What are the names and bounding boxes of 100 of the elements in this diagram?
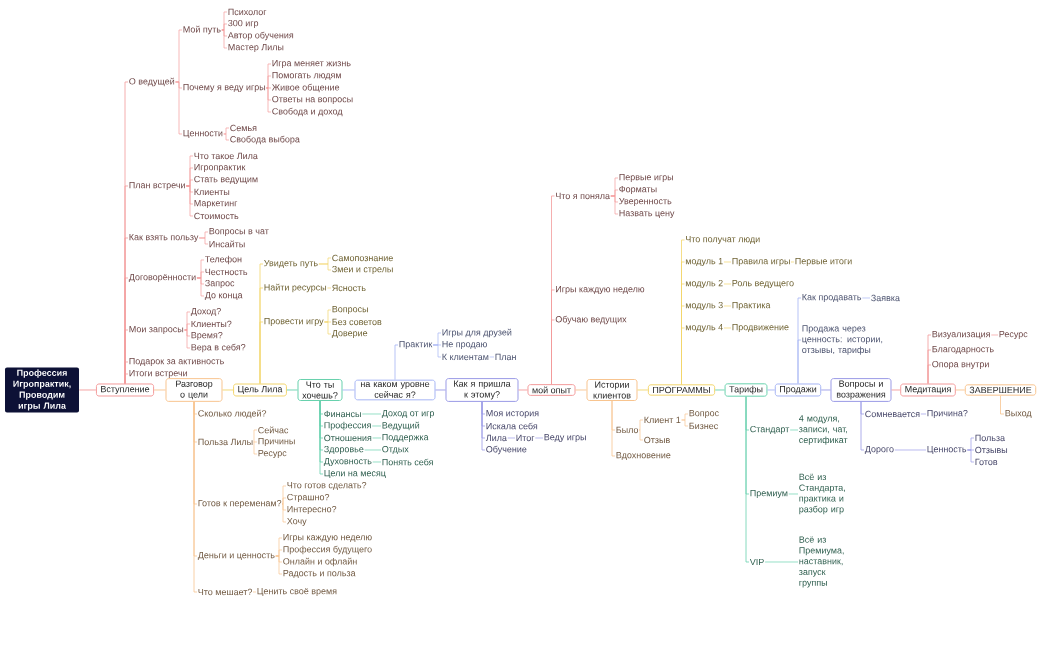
branch-line <box>790 261 795 263</box>
branch-line <box>371 425 382 427</box>
subtopic-text: Искала себя <box>486 422 538 430</box>
subtopic-text: Хочу <box>287 518 307 526</box>
branch-line <box>714 389 726 391</box>
subtopic-text: Ведущий <box>382 421 420 431</box>
topic-box: ПРОГРАММЫ <box>647 384 716 396</box>
subtopic-text: Игропрактик <box>194 164 246 172</box>
subtopic-text: Стандарт <box>750 425 790 435</box>
branch-line <box>788 493 799 495</box>
subtopic-text: Дорого <box>864 446 894 454</box>
branch-line <box>78 389 97 391</box>
subtopic-text: Духовность <box>323 458 372 466</box>
subtopic-text: Лила <box>485 434 507 442</box>
subtopic-text: Ценности <box>183 130 223 138</box>
branch-line <box>435 389 446 391</box>
subtopic-text: VIP <box>749 558 764 566</box>
subtopic-text: Практика <box>732 302 771 310</box>
subtopic-text: Отзыв <box>644 436 670 444</box>
subtopic-text: Профессия будущего <box>283 545 372 555</box>
subtopic-text: Причины <box>258 438 295 446</box>
topic-box: Вступление <box>95 383 155 397</box>
branch-line <box>185 185 194 217</box>
root-topic-box: Профессия Игропрактик, Проводим игры Лила <box>5 367 79 413</box>
subtopic-text: модуль 3 <box>685 301 723 311</box>
subtopic-text: Игра меняет жизнь <box>272 60 351 68</box>
branch-line <box>820 389 831 391</box>
branch-line <box>489 356 495 358</box>
subtopic-text: Маркетинг <box>194 200 238 208</box>
subtopic-text: Доход? <box>190 307 221 316</box>
subtopic-text: Благодарность <box>932 346 994 354</box>
branch-line <box>432 344 442 358</box>
subtopic-text: Цели на месяц <box>324 470 386 478</box>
subtopic-text: Деньги и ценность <box>197 552 275 560</box>
branch-line <box>767 389 776 391</box>
subtopic-text: Мои запросы <box>129 326 184 334</box>
branch-line <box>282 503 287 523</box>
subtopic-text: Честность <box>205 268 248 276</box>
branch-line <box>789 429 799 431</box>
branch-line <box>275 549 283 557</box>
subtopic-text: Мой путь <box>183 25 221 35</box>
subtopic-text: Польза <box>975 434 1006 442</box>
subtopic-text: Сомневается <box>865 410 920 418</box>
subtopic-text: Игры каждую неделю <box>556 286 645 294</box>
subtopic-text: Автор обучения <box>227 31 294 41</box>
subtopic-text: Договорённости <box>128 274 196 282</box>
subtopic-text: Стоимость <box>194 212 239 220</box>
branch-line <box>342 389 355 391</box>
subtopic-text: Подарок за активность <box>129 358 224 366</box>
subtopic-text: Отзывы <box>975 446 1008 454</box>
topic-box: Медитация <box>900 383 956 397</box>
subtopic-text: Отношения <box>324 434 372 442</box>
branch-line <box>927 364 932 384</box>
subtopic-text: Бизнес <box>689 422 718 430</box>
branch-line <box>266 87 272 89</box>
subtopic-text: До конца <box>204 292 243 300</box>
branch-line <box>551 319 555 385</box>
branch-line <box>967 449 975 463</box>
branch-line <box>275 555 283 575</box>
branch-line <box>1000 395 1005 415</box>
subtopic-text: Помогать людям <box>272 72 341 80</box>
branch-line <box>638 419 644 431</box>
branch-line <box>967 437 975 451</box>
topic-box: ЗАВЕРШЕНИЕ <box>964 384 1037 396</box>
topic-box: Разговор о цели <box>165 378 223 402</box>
subtopic-text: Готов <box>975 458 998 466</box>
subtopic-text: Как продавать <box>802 294 862 302</box>
branch-line <box>723 283 732 285</box>
topic-box: Тарифы <box>724 383 768 397</box>
subtopic-text: Страшно? <box>287 493 330 503</box>
branch-line <box>175 81 183 135</box>
subtopic-text: Визуализация <box>932 331 990 339</box>
branch-line <box>193 401 198 593</box>
branch-line <box>955 389 966 391</box>
topic-box: Продажи <box>774 383 822 397</box>
subtopic-text: Поддержка <box>382 434 429 442</box>
subtopic-text: Обучение <box>486 445 527 455</box>
subtopic-text: Что готов сделать? <box>287 481 367 490</box>
branch-line <box>223 127 230 135</box>
subtopic-text: Сколько людей? <box>198 409 267 419</box>
subtopic-text: Свобода и доход <box>272 107 343 117</box>
subtopic-text: Было <box>616 426 639 434</box>
branch-line <box>575 389 587 391</box>
branch-line <box>610 195 619 215</box>
branch-line <box>124 373 129 384</box>
subtopic-text: Итоги встречи <box>129 370 187 378</box>
subtopic-text: Всё из Стандарта, практика и разбор игр <box>799 473 845 515</box>
subtopic-text: 4 модуля, записи, чат, сертификат <box>799 415 848 445</box>
branch-line <box>324 321 332 335</box>
subtopic-text: Моя история <box>486 410 539 418</box>
subtopic-text: Ценность <box>927 446 967 454</box>
subtopic-text: Ценить своё время <box>257 588 337 596</box>
subtopic-text: Стать ведущим <box>194 175 258 185</box>
subtopic-text: Опора внутри <box>932 360 989 370</box>
topic-box: Что ты хочешь? <box>297 379 343 401</box>
subtopic-text: Вера в себя? <box>191 343 246 353</box>
subtopic-text: Сейчас <box>258 426 289 434</box>
subtopic-text: Первые игры <box>619 174 673 182</box>
subtopic-text: Клиент 1 <box>644 416 681 424</box>
subtopic-text: План встречи <box>129 182 185 190</box>
